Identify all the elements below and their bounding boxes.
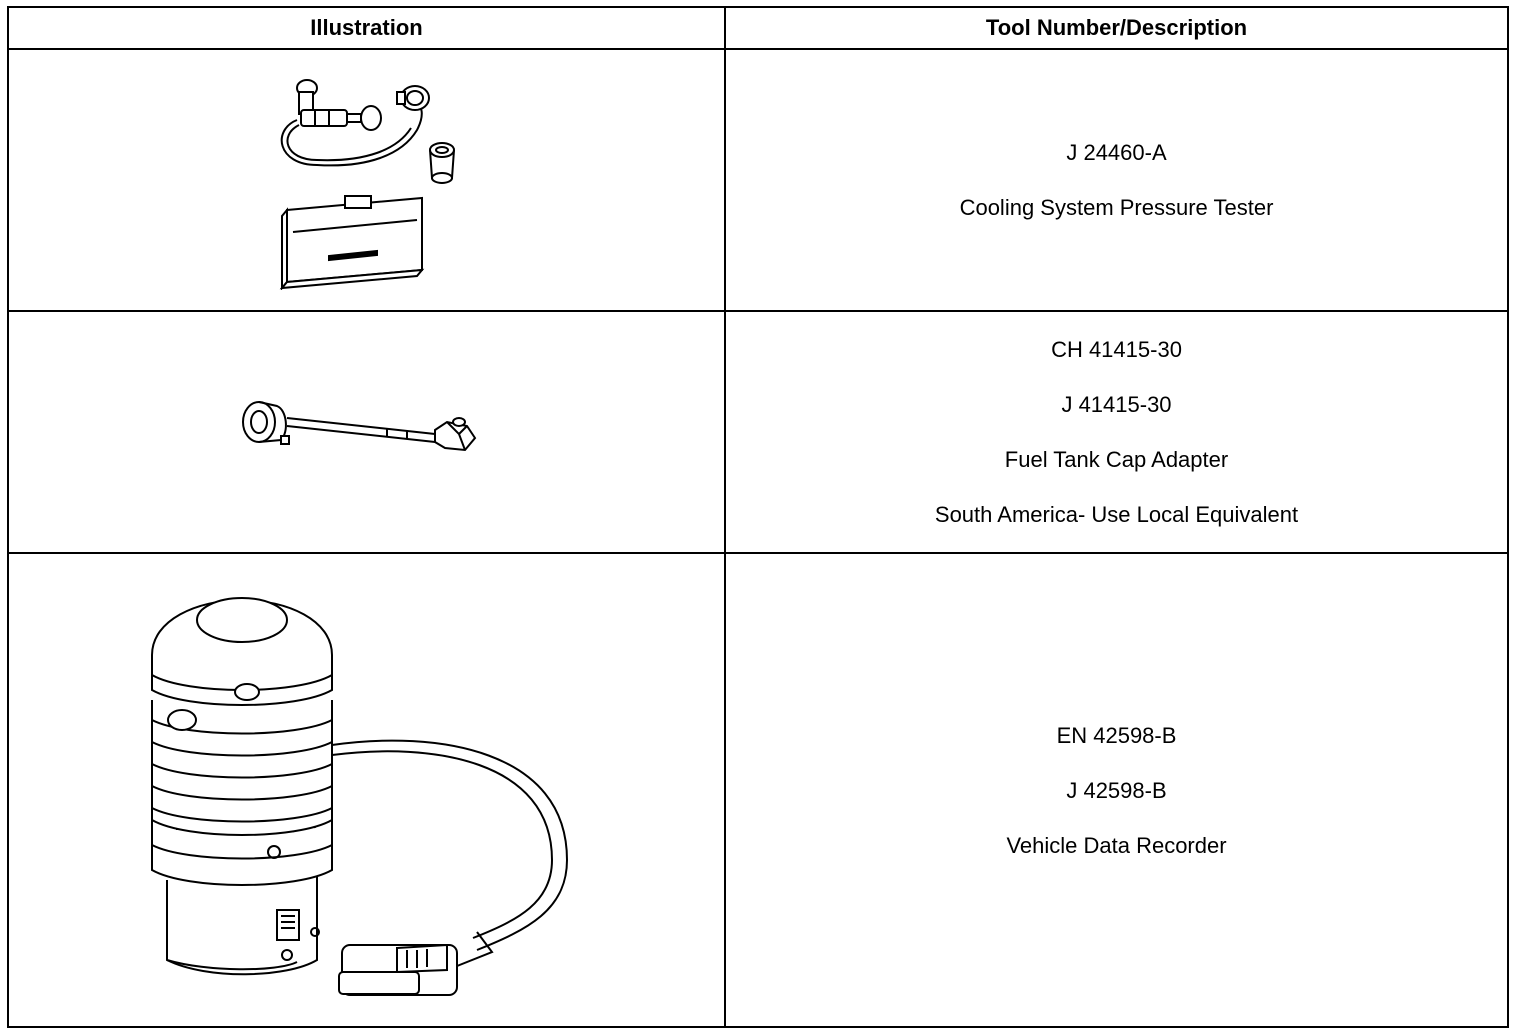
tool-number: EN 42598-B bbox=[1056, 722, 1177, 748]
tool-number: J 41415-30 bbox=[1061, 392, 1172, 417]
header-illustration: Illustration bbox=[7, 6, 726, 50]
pressure-tester-icon bbox=[257, 70, 477, 290]
description-cell: CH 41415-30 J 41415-30 Fuel Tank Cap Ada… bbox=[724, 310, 1509, 554]
tool-description: Vehicle Data Recorder bbox=[1006, 832, 1227, 858]
vehicle-data-recorder-icon bbox=[147, 580, 587, 1000]
tool-description: Fuel Tank Cap Adapter bbox=[1004, 447, 1229, 472]
tool-description: Cooling System Pressure Tester bbox=[959, 195, 1274, 220]
illustration-cell bbox=[7, 552, 726, 1028]
tool-note: South America- Use Local Equivalent bbox=[934, 502, 1299, 527]
description-cell: EN 42598-B J 42598-B Vehicle Data Record… bbox=[724, 552, 1509, 1028]
tool-number: CH 41415-30 bbox=[1051, 337, 1182, 362]
illustration-cell bbox=[7, 310, 726, 554]
tool-number: J 24460-A bbox=[1066, 140, 1167, 165]
illustration-cell bbox=[7, 48, 726, 312]
table-header-row: Illustration Tool Number/Description bbox=[7, 6, 1509, 50]
fuel-cap-adapter-icon bbox=[237, 392, 497, 472]
header-tool-number-description: Tool Number/Description bbox=[724, 6, 1509, 50]
description-cell: J 24460-A Cooling System Pressure Tester bbox=[724, 48, 1509, 312]
tool-table: Illustration Tool Number/Description bbox=[7, 6, 1509, 1028]
table-row: CH 41415-30 J 41415-30 Fuel Tank Cap Ada… bbox=[7, 310, 1509, 554]
table-row: EN 42598-B J 42598-B Vehicle Data Record… bbox=[7, 552, 1509, 1028]
table-row: J 24460-A Cooling System Pressure Tester bbox=[7, 48, 1509, 312]
tool-number: J 42598-B bbox=[1066, 777, 1167, 803]
